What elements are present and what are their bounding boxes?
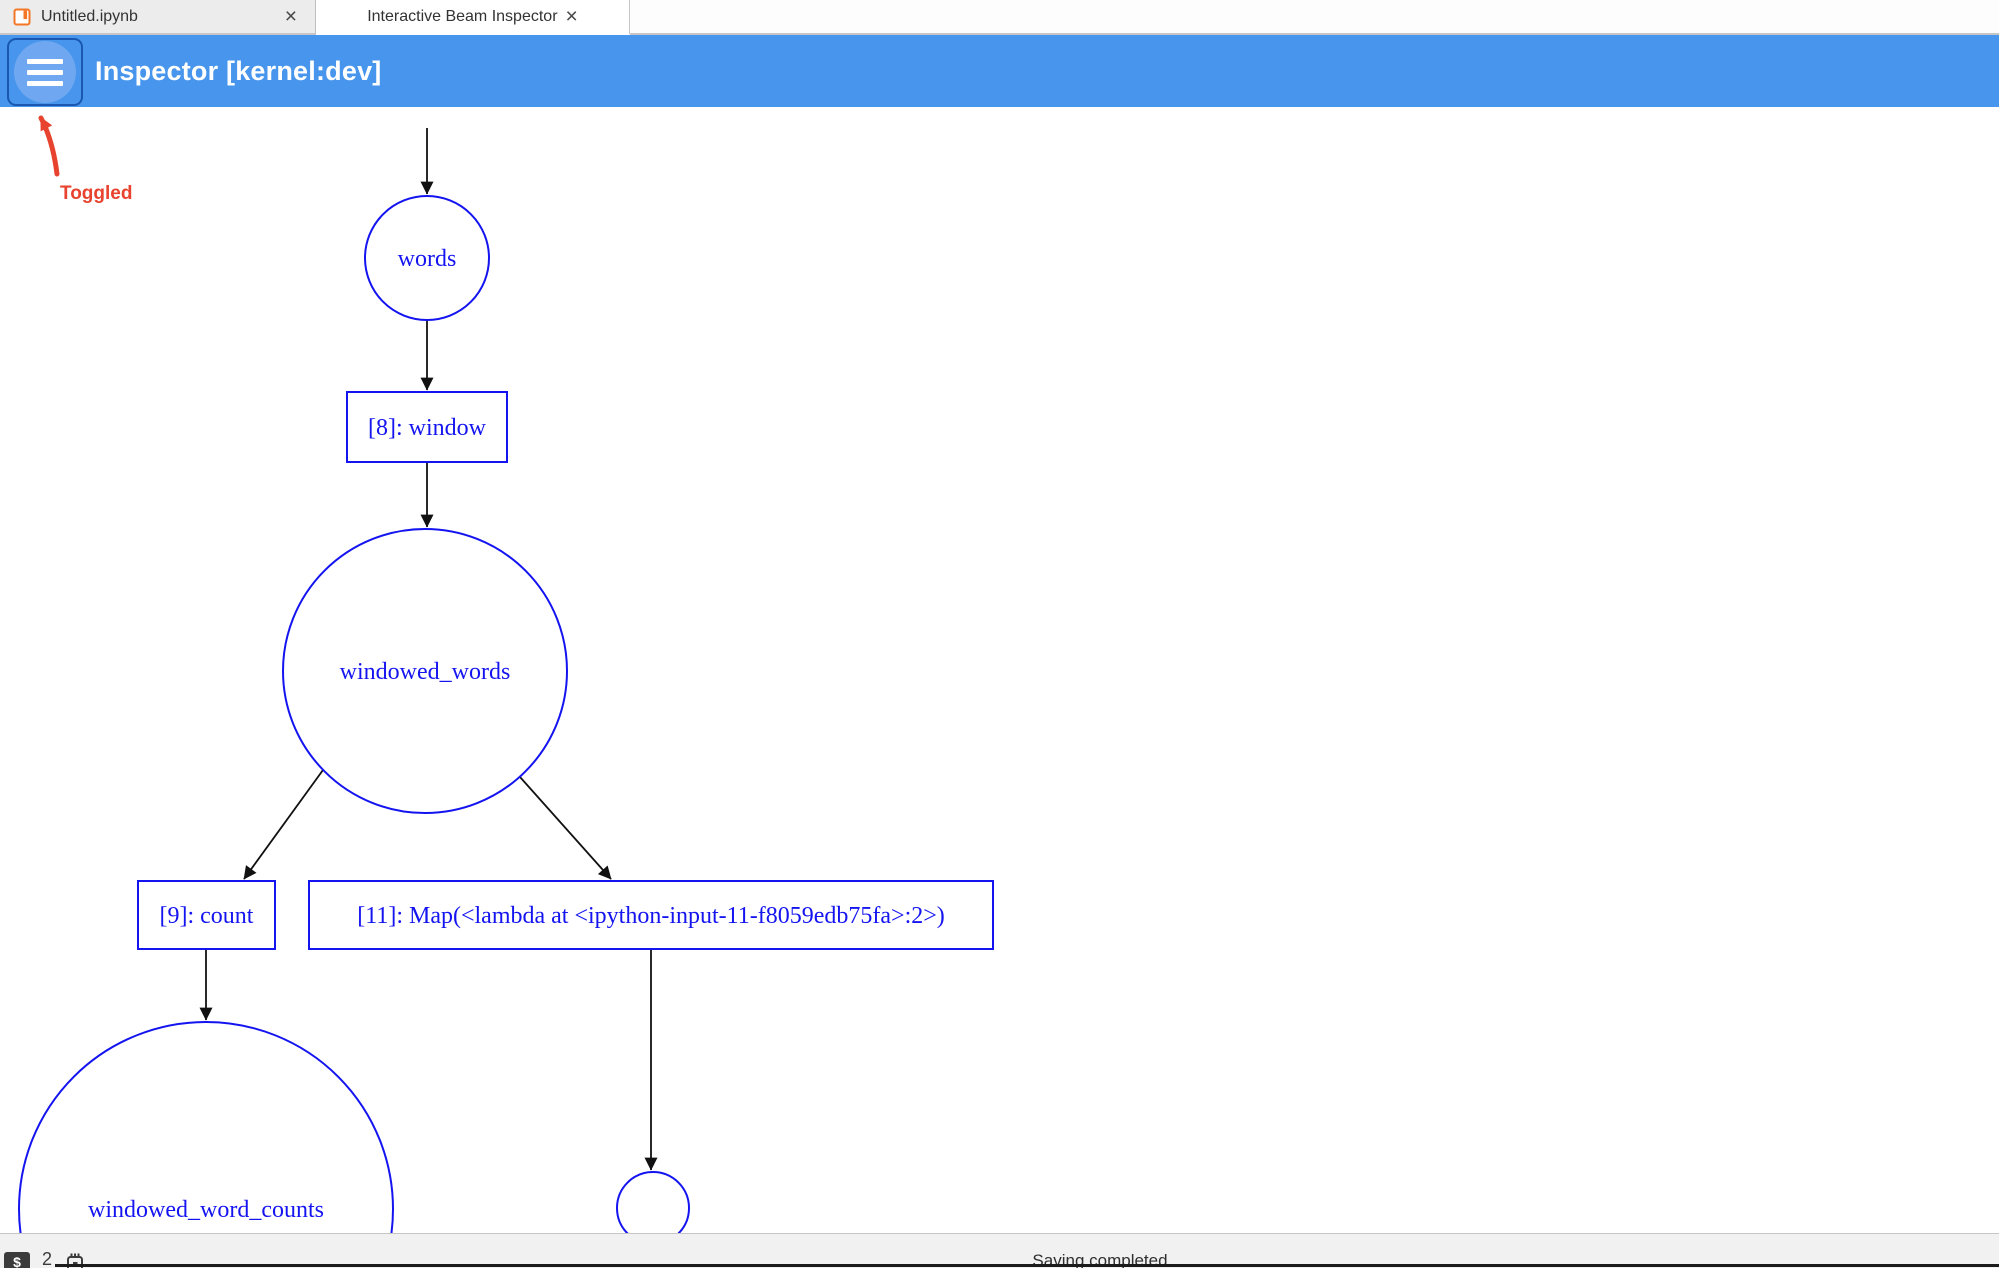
node-label-windowed-word-counts: windowed_word_counts (88, 1197, 324, 1223)
edge-windowed-words-to-map-transform (519, 776, 612, 880)
node-map-transform[interactable] (308, 880, 994, 950)
page-title: Inspector [kernel:dev] (95, 55, 382, 86)
annotation-arrow (38, 115, 60, 177)
tab-interactive-beam-inspector[interactable]: Interactive Beam Inspector × (316, 0, 630, 35)
status-bar: $ 2 Saving completed (0, 1233, 1999, 1268)
annotation-label: Toggled (60, 183, 133, 204)
tab-label: Untitled.ipynb (41, 7, 138, 25)
node-window-transform[interactable] (346, 391, 508, 463)
node-label-count-transform: [9]: count (160, 903, 254, 929)
node-count-transform[interactable] (137, 880, 276, 950)
hamburger-icon (14, 41, 76, 103)
window-edge-line (55, 1264, 1999, 1267)
menu-toggle-button[interactable] (7, 38, 83, 106)
inspector-header: Inspector [kernel:dev] (0, 35, 1999, 107)
save-status-message: Saving completed (1032, 1251, 1168, 1268)
edge-windowed-words-to-count-transform (243, 769, 324, 880)
tab-label: Interactive Beam Inspector (367, 7, 558, 25)
node-label-window-transform: [8]: window (368, 415, 487, 441)
pipeline-diagram: words [8]: window windowed_words [9]: count… (18, 115, 994, 1233)
terminal-icon: $ (4, 1252, 30, 1268)
tab-untitled-notebook[interactable]: Untitled.ipynb × (0, 0, 316, 35)
close-icon[interactable]: × (284, 5, 297, 28)
node-unlabeled-pcollection[interactable] (616, 1171, 690, 1233)
tab-bar-filler (630, 0, 1999, 35)
node-label-words: words (398, 246, 457, 272)
close-icon[interactable]: × (565, 5, 578, 28)
node-windowed-word-counts[interactable] (18, 1021, 394, 1233)
node-windowed-words[interactable] (282, 528, 568, 814)
notebook-icon (13, 8, 31, 26)
node-words[interactable] (364, 195, 490, 321)
node-label-windowed-words: windowed_words (340, 659, 511, 685)
session-count: 2 (42, 1249, 53, 1268)
tab-bar: Untitled.ipynb × Interactive Beam Inspec… (0, 0, 1999, 35)
node-label-map-transform: [11]: Map(<lambda at <ipython-input-11-f… (357, 903, 945, 929)
